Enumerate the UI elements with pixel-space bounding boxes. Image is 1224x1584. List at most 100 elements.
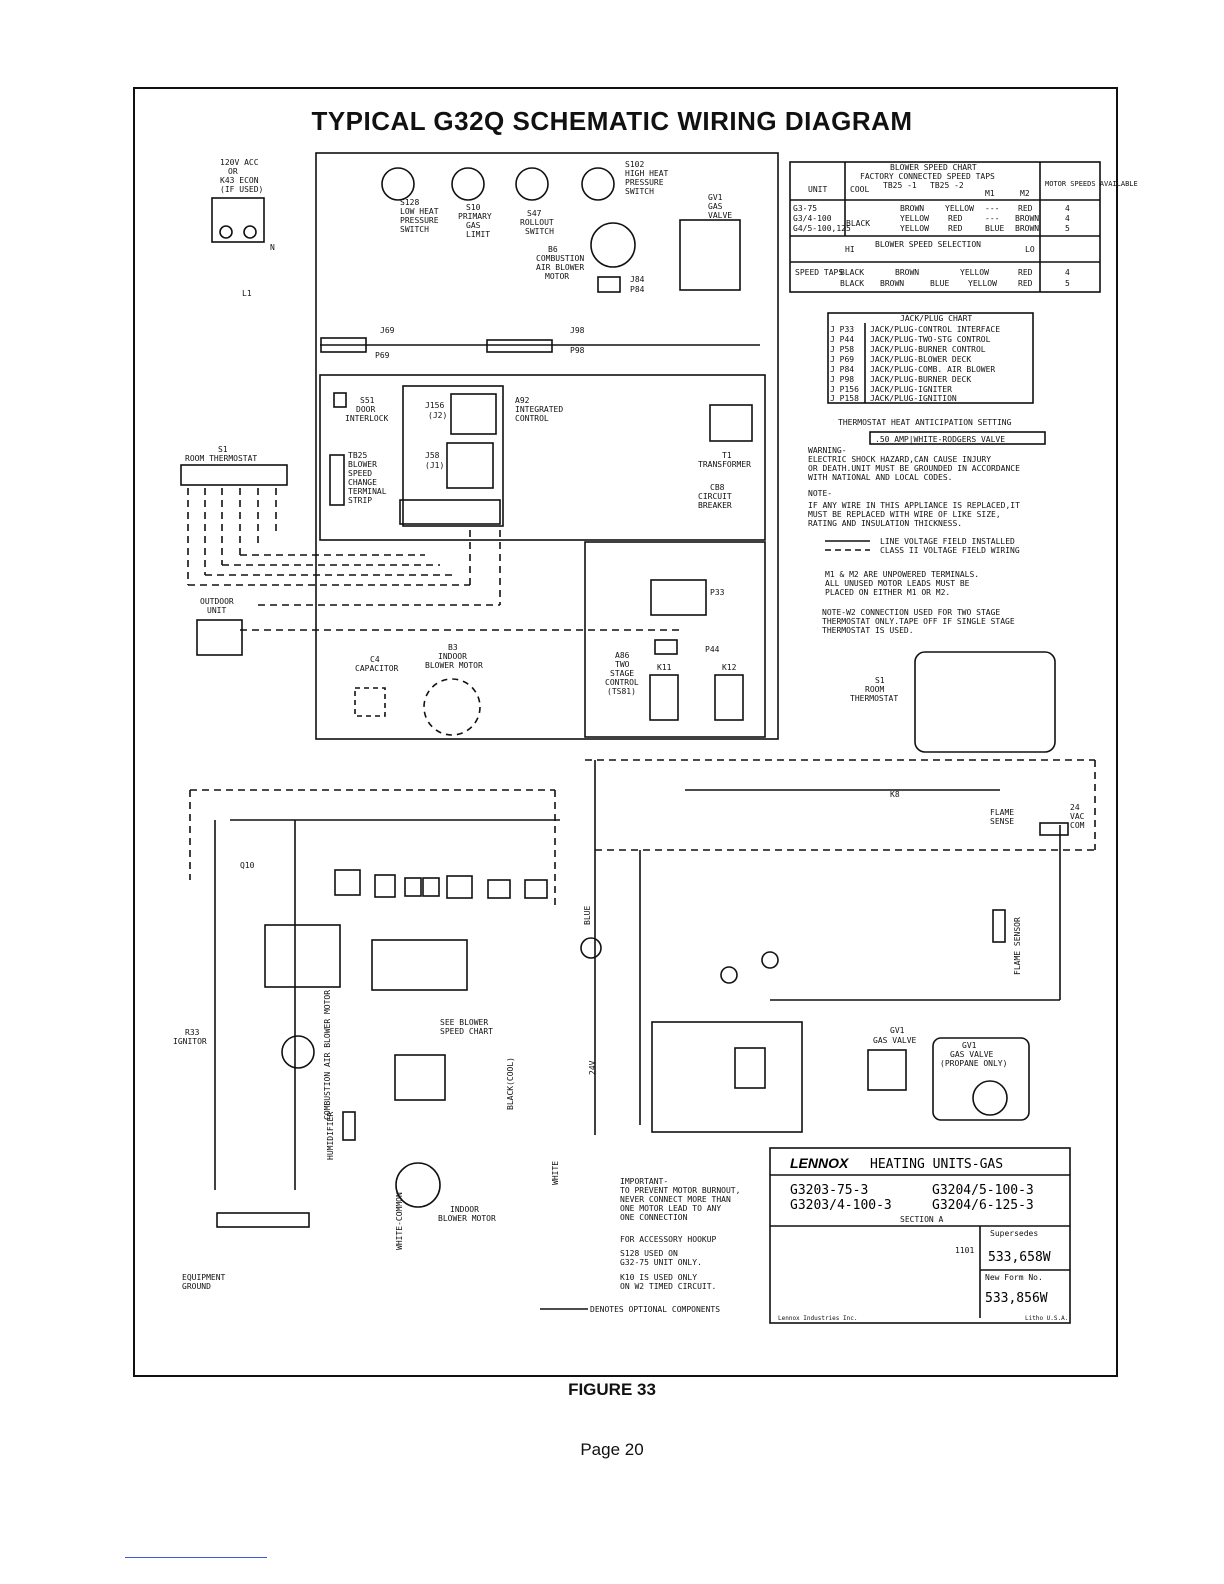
- diagram-label: SECTION A: [900, 1215, 944, 1224]
- diagram-label: ROOM THERMOSTAT: [185, 454, 257, 463]
- diagram-label: MOTOR SPEEDS AVAILABLE: [1045, 180, 1138, 188]
- diagram-label: SWITCH: [400, 225, 429, 234]
- diagram-label: WHITE: [551, 1161, 560, 1185]
- diagram-label: CB8: [710, 483, 725, 492]
- diagram-label: J58: [425, 451, 440, 460]
- diagram-label: BROWN: [1015, 214, 1039, 223]
- diagram-label: ELECTRIC SHOCK HAZARD,CAN CAUSE INJURY: [808, 455, 991, 464]
- diagram-label: CONTROL: [515, 414, 549, 423]
- diagram-label: TB25 -1: [883, 181, 917, 190]
- diagram-label: FOR ACCESSORY HOOKUP: [620, 1235, 717, 1244]
- diagram-label: P69: [375, 351, 390, 360]
- diagram-label: 5: [1065, 224, 1070, 233]
- diagram-label: CHANGE: [348, 478, 377, 487]
- diagram-label: G3203-75-3: [790, 1183, 868, 1198]
- diagram-label: TERMINAL: [348, 487, 387, 496]
- diagram-label: RATING AND INSULATION THICKNESS.: [808, 519, 962, 528]
- diagram-label: CIRCUIT: [698, 492, 732, 501]
- diagram-label: S51: [360, 396, 375, 405]
- diagram-label: PLACED ON EITHER M1 OR M2.: [825, 588, 950, 597]
- diagram-label: BLACK: [840, 279, 864, 288]
- diagram-label: R33: [185, 1028, 200, 1037]
- diagram-label: EQUIPMENT: [182, 1273, 226, 1282]
- diagram-label: Supersedes: [990, 1229, 1038, 1238]
- diagram-label: DENOTES OPTIONAL COMPONENTS: [590, 1305, 720, 1314]
- diagram-label: LO: [1025, 245, 1035, 254]
- diagram-label: INTERLOCK: [345, 414, 389, 423]
- diagram-label: P44: [705, 645, 720, 654]
- diagram-label: FLAME: [990, 808, 1014, 817]
- diagram-label: YELLOW: [968, 279, 997, 288]
- diagram-label: G4/5-100,125: [793, 224, 851, 233]
- diagram-label: P33: [710, 588, 725, 597]
- unit-outline: [315, 152, 779, 740]
- diagram-label: Litho U.S.A.: [1025, 1315, 1068, 1322]
- diagram-label: GAS VALVE: [873, 1036, 917, 1045]
- diagram-label: FACTORY CONNECTED SPEED TAPS: [860, 172, 995, 181]
- diagram-label: Lennox Industries Inc.: [778, 1315, 857, 1322]
- diagram-label: 533,856W: [985, 1291, 1048, 1306]
- two-stage-box: [584, 541, 766, 738]
- diagram-label: PRIMARY: [458, 212, 492, 221]
- line-label: L1: [242, 289, 252, 298]
- diagram-label: CAPACITOR: [355, 664, 399, 673]
- neutral-label: N: [270, 243, 275, 252]
- page-number: Page 20: [580, 1440, 644, 1459]
- diagram-label: WHITE-COMMON: [395, 1192, 404, 1250]
- diagram-label: LIMIT: [466, 230, 490, 239]
- diagram-label: K11: [657, 663, 672, 672]
- diagram-label: (TS81): [607, 687, 636, 696]
- diagram-label: G3204/5-100-3: [932, 1183, 1034, 1198]
- diagram-label: TO PREVENT MOTOR BURNOUT,: [620, 1186, 740, 1195]
- diagram-label: G3203/4-100-3: [790, 1198, 892, 1213]
- diagram-label: SPEED TAPS: [795, 268, 843, 277]
- diagram-label: 24V: [588, 1060, 597, 1075]
- diagram-label: SPEED CHART: [440, 1027, 493, 1036]
- diagram-label: S128 USED ON: [620, 1249, 678, 1258]
- diagram-label: YELLOW: [900, 224, 929, 233]
- diagram-label: ALL UNUSED MOTOR LEADS MUST BE: [825, 579, 970, 588]
- diagram-label: P84: [630, 285, 645, 294]
- diagram-label: GAS VALVE: [950, 1050, 994, 1059]
- diagram-label: BROWN: [895, 268, 919, 277]
- diagram-label: WARNING-: [808, 446, 847, 455]
- diagram-label: GAS: [708, 202, 723, 211]
- diagram-label: VALVE: [708, 211, 732, 220]
- diagram-label: OR DEATH.UNIT MUST BE GROUNDED IN ACCORD…: [808, 464, 1020, 473]
- control-compartment: [319, 374, 766, 541]
- diagram-label: BLACK: [846, 219, 870, 228]
- diagram-label: New Form No.: [985, 1273, 1043, 1282]
- diagram-label: J P58: [830, 345, 854, 354]
- page-title: TYPICAL G32Q SCHEMATIC WIRING DIAGRAM: [311, 106, 913, 136]
- diagram-label: MOTOR: [545, 272, 569, 281]
- diagram-label: RED: [1018, 268, 1033, 277]
- diagram-label: BROWN: [900, 204, 924, 213]
- diagram-label: THERMOSTAT ONLY.TAPE OFF IF SINGLE STAGE: [822, 617, 1015, 626]
- diagram-label: PRESSURE: [400, 216, 439, 225]
- diagram-label: BLOWER MOTOR: [425, 661, 483, 670]
- diagram-label: IMPORTANT-: [620, 1177, 668, 1186]
- diagram-label: BREAKER: [698, 501, 732, 510]
- diagram-label: JACK/PLUG-CONTROL INTERFACE: [870, 325, 1000, 334]
- diagram-label: 5: [1065, 279, 1070, 288]
- diagram-label: BROWN: [880, 279, 904, 288]
- diagram-label: TRANSFORMER: [698, 460, 751, 469]
- diagram-label: T1: [722, 451, 732, 460]
- diagram-label: J156: [425, 401, 444, 410]
- diagram-label: TB25: [348, 451, 367, 460]
- diagram-label: M2: [1020, 189, 1030, 198]
- diagram-label: SEE BLOWER: [440, 1018, 488, 1027]
- diagram-label: IGNITOR: [173, 1037, 207, 1046]
- diagram-label: C4: [370, 655, 380, 664]
- diagram-label: A86: [615, 651, 630, 660]
- diagram-label: J P33: [830, 325, 854, 334]
- diagram-label: Q10: [240, 861, 255, 870]
- diagram-label: ---: [985, 214, 999, 223]
- diagram-label: S1: [218, 445, 228, 454]
- diagram-label: JACK/PLUG-TWO-STG CONTROL: [870, 335, 991, 344]
- diagram-label: J98: [570, 326, 585, 335]
- diagram-label: OUTDOOR: [200, 597, 234, 606]
- diagram-label: S102: [625, 160, 644, 169]
- diagram-label: G32-75 UNIT ONLY.: [620, 1258, 702, 1267]
- diagram-label: IF ANY WIRE IN THIS APPLIANCE IS REPLACE…: [808, 501, 1020, 510]
